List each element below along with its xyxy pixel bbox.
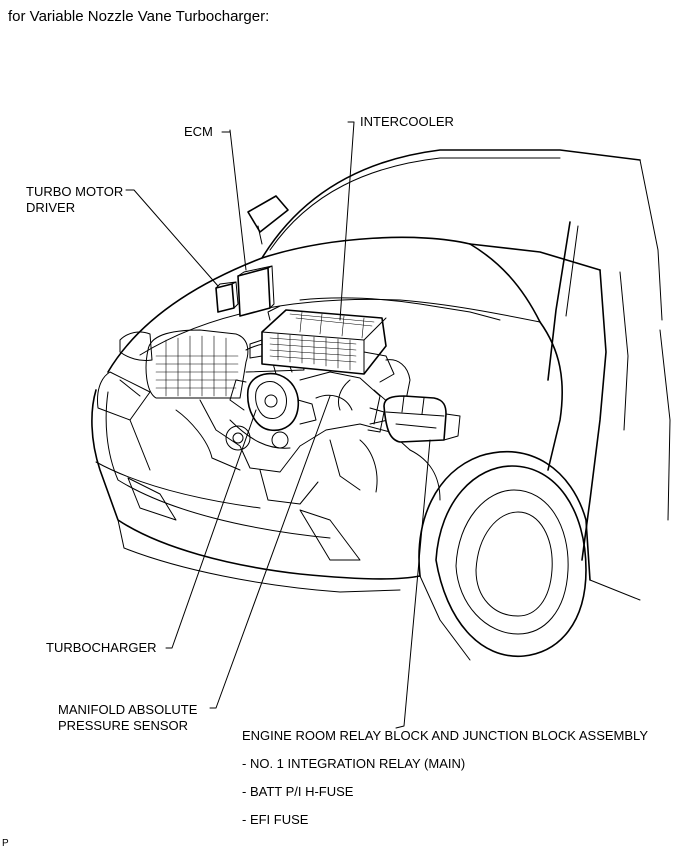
label-intercooler: INTERCOOLER [360,114,454,129]
intercooler-unit [249,305,395,383]
label-relay-block: ENGINE ROOM RELAY BLOCK AND JUNCTION BLO… [242,728,648,743]
turbo-motor-driver-unit [215,281,239,313]
engine-bay [119,265,501,505]
label-turbocharger: TURBOCHARGER [46,640,157,655]
label-relay-item-1: - NO. 1 INTEGRATION RELAY (MAIN) [242,756,466,771]
figure-code: P [2,838,9,849]
label-map-sensor-line2: PRESSURE SENSOR [58,718,189,733]
label-turbo-motor-driver-line2: DRIVER [26,200,76,215]
relay-junction-block [367,395,461,443]
label-relay-item-3: - EFI FUSE [242,812,309,827]
label-relay-item-2: - BATT P/I H-FUSE [242,784,354,799]
vehicle-body-outline [91,149,671,661]
label-turbo-motor-driver-line1: TURBO MOTOR [26,184,124,199]
label-ecm: ECM [184,124,213,139]
label-map-sensor-line1: MANIFOLD ABSOLUTE [58,702,198,717]
page-title: for Variable Nozzle Vane Turbocharger: [8,8,270,25]
leader-lines [125,121,431,729]
ecm-unit [237,265,275,317]
